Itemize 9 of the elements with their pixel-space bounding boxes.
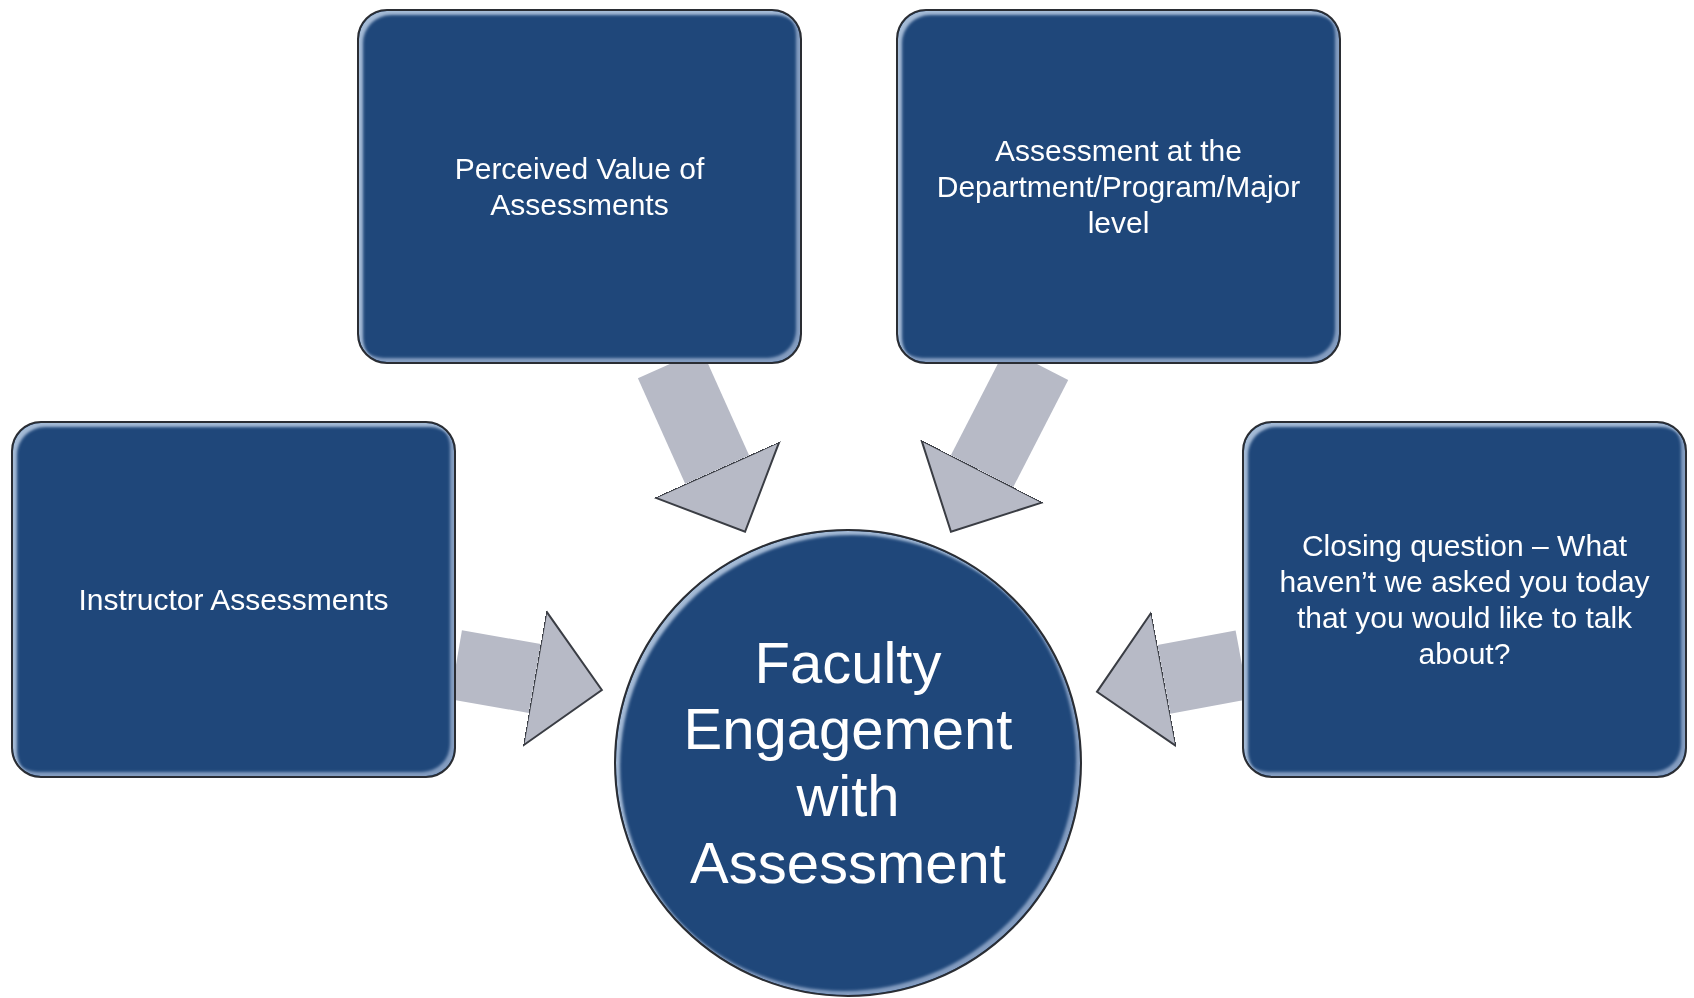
rounded-box xyxy=(357,9,802,364)
node-label: Closing question – What haven’t we asked you today that you would like to talk about? xyxy=(1278,527,1651,672)
rounded-box xyxy=(11,421,456,778)
node-label: Assessment at the Department/Program/Major level xyxy=(935,132,1302,241)
rounded-box xyxy=(896,9,1341,364)
node-label: Faculty Engagement with Assessment xyxy=(682,629,1014,897)
node-label: Perceived Value of Assessments xyxy=(453,150,706,223)
rounded-box xyxy=(1242,421,1687,778)
node-label: Instructor Assessments xyxy=(78,581,389,618)
